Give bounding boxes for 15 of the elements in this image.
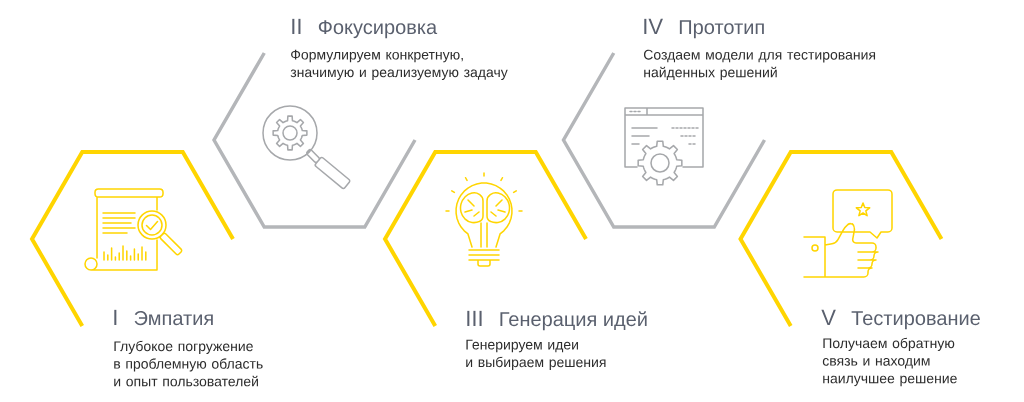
step-number: III xyxy=(467,310,482,326)
step-title: Тестирование xyxy=(851,311,980,330)
step-description: Получаем обратную связь и находим наилучшее решение xyxy=(822,337,957,387)
step-number: II xyxy=(292,18,301,34)
step-description: Глубокое погружение в проблемную область и опыт пользователей xyxy=(114,340,263,387)
step-number: IV xyxy=(644,18,663,34)
step-number: V xyxy=(821,309,836,325)
step-description: Формулируем конкретную, значимую и реализуемую задачу xyxy=(290,49,508,80)
step-description: Создаем модели для тестирования найденных решений xyxy=(644,49,876,81)
step-title: Генерация идей xyxy=(500,311,647,331)
step-number: I xyxy=(114,309,117,325)
step-title: Прототип xyxy=(679,20,764,39)
step-title: Фокусировка xyxy=(318,20,438,39)
step-title: Эмпатия xyxy=(134,311,213,326)
step-description: Генерируем идеи и выбираем решения xyxy=(466,339,606,370)
